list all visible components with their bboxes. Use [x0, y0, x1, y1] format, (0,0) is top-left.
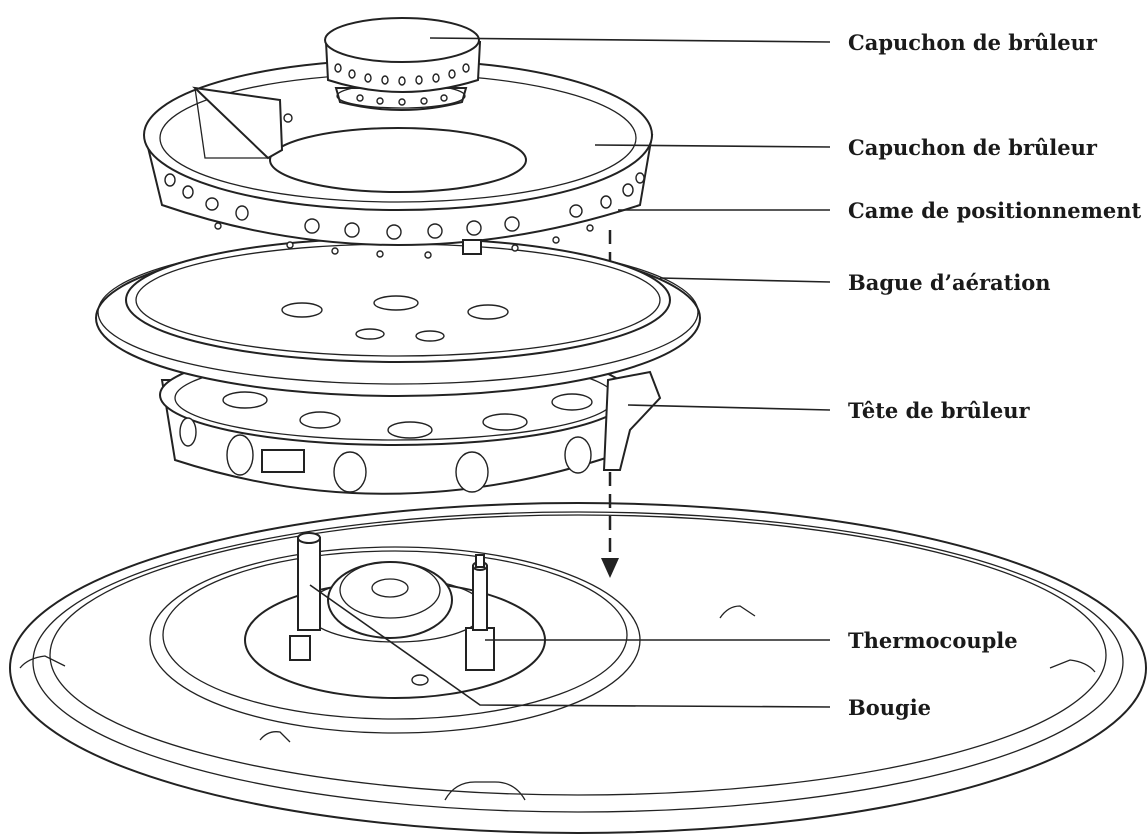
label-burner-cap-small: Capuchon de brûleur	[848, 30, 1098, 55]
label-aeration-ring: Bague d’aération	[848, 270, 1051, 295]
labels: Capuchon de brûleur Capuchon de brûleur …	[848, 30, 1141, 720]
leader-aeration-ring	[659, 277, 831, 283]
label-burner-cap-large: Capuchon de brûleur	[848, 135, 1098, 160]
label-spark-plug: Bougie	[848, 695, 931, 720]
cap-flame-ports	[164, 172, 645, 259]
small-cap-ports	[334, 63, 470, 106]
leader-spark-plug	[309, 584, 831, 708]
label-positioning-cam: Came de positionnement	[848, 198, 1141, 223]
thermocouple-probe	[465, 554, 495, 671]
burner-cap-small	[324, 17, 482, 111]
burner-cap-large	[143, 59, 654, 259]
label-thermocouple: Thermocouple	[848, 628, 1018, 653]
label-burner-head: Tête de brûleur	[848, 398, 1031, 423]
aeration-ring	[95, 237, 701, 397]
leader-cap-small	[429, 37, 831, 43]
leader-cap-large	[594, 144, 831, 148]
leader-burner-head	[627, 404, 831, 411]
spark-plug-electrode	[289, 532, 321, 661]
leader-lines	[309, 37, 831, 708]
base-plate	[9, 502, 1147, 834]
